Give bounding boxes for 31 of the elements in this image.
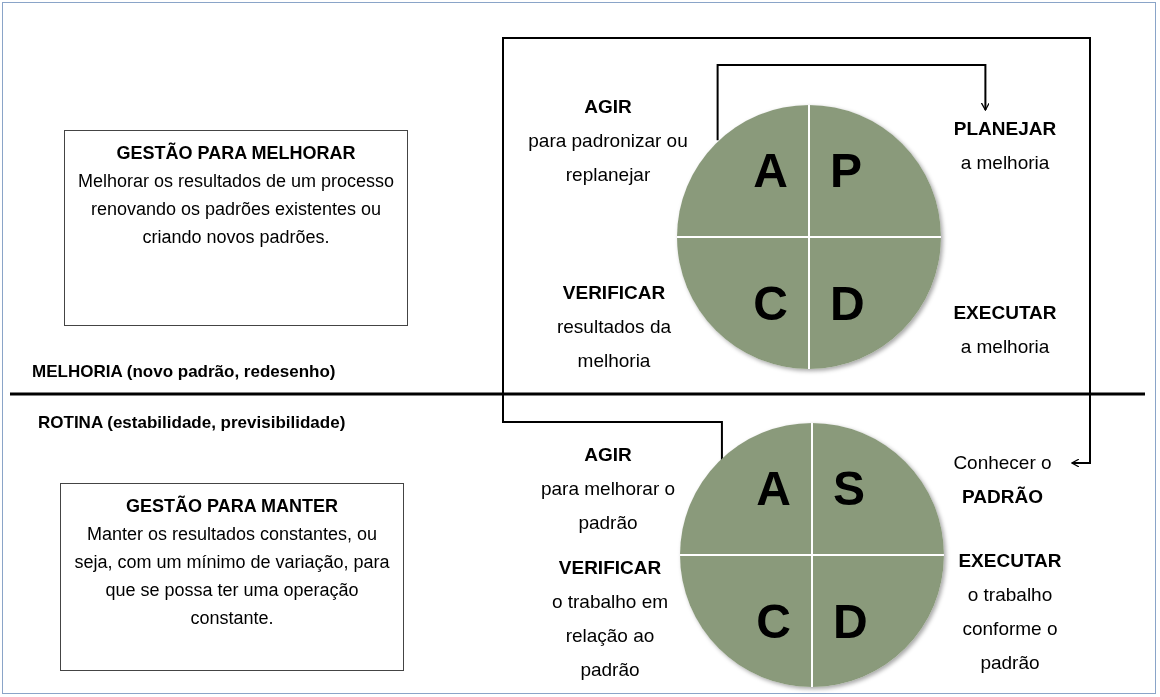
arrow <box>502 37 1091 468</box>
step-description: a melhoria <box>959 151 1051 175</box>
step-heading: PLANEJAR <box>952 117 1058 141</box>
step-description: o trabalho em relação ao padrão <box>550 590 670 682</box>
info-box <box>64 130 408 326</box>
step-description: para melhorar o padrão <box>539 477 677 535</box>
step-description: para padronizar ou replanejar <box>528 129 688 187</box>
quadrant-letter: C <box>680 556 811 687</box>
box-heading: GESTÃO PARA MANTER <box>125 494 339 518</box>
step-heading: AGIR <box>583 95 633 119</box>
info-box <box>60 483 404 671</box>
box-heading: GESTÃO PARA MELHORAR <box>115 141 357 165</box>
step-description: resultados da melhoria <box>555 315 673 373</box>
quadrant-letter: D <box>813 556 944 687</box>
step-heading: EXECUTAR <box>952 301 1058 325</box>
quadrant-letter: A <box>680 423 811 554</box>
step-heading: VERIFICAR <box>561 281 667 305</box>
quadrant-letter: S <box>813 423 944 554</box>
section-label: ROTINA (estabilidade, previsibilidade) <box>38 413 346 433</box>
step-description: o trabalho conforme o padrão <box>961 583 1059 675</box>
arrow <box>716 64 991 142</box>
quadrant-letter: D <box>810 238 941 369</box>
box-description: Manter os resultados constantes, ou seja, com um mínimo de variação, para que se possa ter uma operação constante. <box>73 523 391 630</box>
quadrant-letter: P <box>810 105 941 236</box>
quadrant-letter: C <box>677 238 808 369</box>
box-description: Melhorar os resultados de um processo renovando os padrões existentes ou criando novos padrões. <box>77 170 395 249</box>
section-label: MELHORIA (novo padrão, redesenho) <box>32 362 336 382</box>
step-heading: EXECUTAR <box>957 549 1063 573</box>
step-description: a melhoria <box>959 335 1051 359</box>
step-heading: VERIFICAR <box>557 556 663 580</box>
step-heading: AGIR <box>583 443 633 467</box>
